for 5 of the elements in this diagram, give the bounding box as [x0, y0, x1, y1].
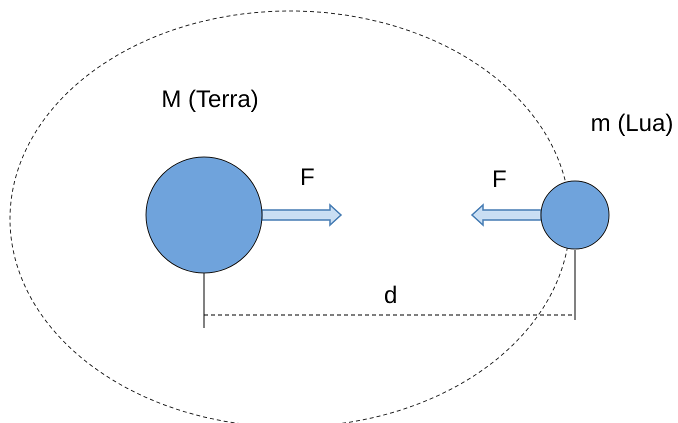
- force-label: F: [300, 165, 315, 191]
- force-label: F: [492, 167, 507, 193]
- body-label: m (Lua): [590, 109, 674, 139]
- body-label: M (Terra): [160, 85, 260, 115]
- distance-label: d: [384, 283, 398, 309]
